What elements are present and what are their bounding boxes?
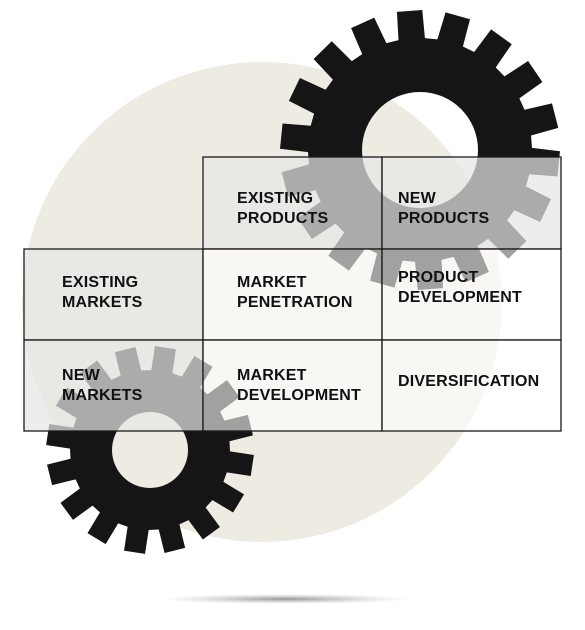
cell-product-development [381,248,562,341]
label-market-development: MARKET DEVELOPMENT [237,367,361,404]
col-header-new-products: NEW PRODUCTS [398,190,490,227]
cell-diversification [381,339,562,432]
row-header-cell-new-markets [23,339,204,432]
row-header-new-markets: NEW MARKETS [62,367,143,404]
col-header-cell-existing-products [202,156,383,250]
col-header-cell-new-products [381,156,562,250]
label-product-development: PRODUCT DEVELOPMENT [398,269,522,306]
matrix-grid [23,156,562,432]
row-header-cell-existing-markets [23,248,204,341]
col-header-existing-products: EXISTING PRODUCTS [237,190,329,227]
floor-shadow [160,594,410,604]
cell-market-penetration [202,248,383,341]
row-header-existing-markets: EXISTING MARKETS [62,274,143,311]
label-market-penetration: MARKET PENETRATION [237,274,353,311]
label-diversification: DIVERSIFICATION [398,373,540,390]
cell-market-development [202,339,383,432]
